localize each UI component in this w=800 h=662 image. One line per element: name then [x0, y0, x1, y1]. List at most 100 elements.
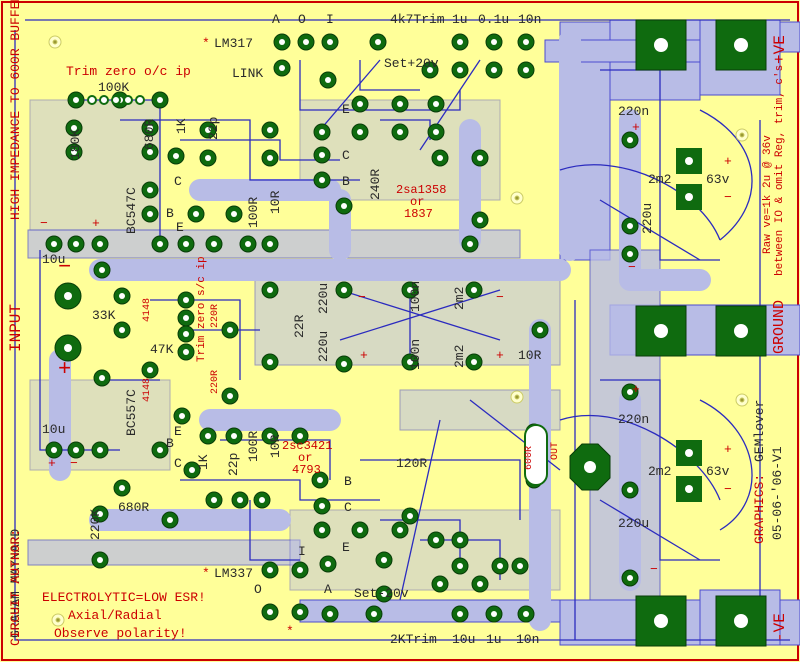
r220-label-a: 220R: [210, 303, 221, 328]
plus-sign-f: +: [632, 120, 640, 135]
minus-sign-h: −: [650, 562, 658, 577]
minus-sign-a: −: [40, 216, 48, 231]
graphics-label: GRAPHICS:: [752, 473, 767, 544]
pin-e-547: E: [176, 220, 184, 235]
plus-sign-e: +: [724, 154, 732, 169]
cap-10u-label-b: 10u: [42, 422, 66, 437]
link-label: LINK: [232, 66, 264, 81]
pin-label-i: I: [326, 12, 334, 27]
cap-2m2-label-a: 2m2: [452, 286, 467, 310]
set-pos-label: Set+20v: [384, 56, 439, 71]
r240-label: 240R: [368, 168, 383, 200]
diode-4148-a: 4148: [142, 297, 153, 322]
r220-label-b: 220R: [210, 369, 221, 394]
pin-b-b: B: [166, 436, 174, 451]
gemlover-label: GEMlover: [752, 399, 767, 462]
cap-220u-label-c: 220u: [640, 202, 655, 234]
polarity-note: Observe polarity!: [54, 626, 187, 641]
star-marker-c: *: [286, 624, 294, 639]
set-neg-label: Set-20v: [354, 586, 409, 601]
cap-10u-bottom-label: 10u: [452, 632, 476, 647]
minus-sign-e: −: [724, 190, 732, 205]
output-pads: [524, 424, 548, 486]
lm337-label: LM337: [214, 566, 254, 581]
cap-220u-label-a: 220u: [316, 282, 331, 314]
cap-01u-top-label: 0.1u: [478, 12, 510, 27]
pin-b-a: B: [342, 174, 350, 189]
r47k-label: 47K: [150, 342, 174, 357]
r680-label-b: 680R: [118, 500, 150, 515]
pin-label-i-b: I: [298, 544, 306, 559]
pin-e-b: E: [174, 424, 182, 439]
pin-c-547: C: [174, 174, 182, 189]
cap-220u-label-b: 220u: [316, 330, 331, 362]
minus-sign-f: −: [628, 260, 636, 275]
bc547-label: BC547C: [124, 187, 139, 234]
plus-sign-a: +: [92, 216, 100, 231]
minus-sign-c: −: [496, 290, 504, 305]
cap-220u-label-d: 220u: [618, 516, 650, 531]
trim-zero-oc-label: Trim zero o/c ip: [66, 64, 191, 79]
plus-sign-h: +: [632, 382, 640, 397]
r100k-label: 100K: [98, 80, 130, 95]
cap-1u-bottom-label: 1u: [486, 632, 502, 647]
terminal-pads: [569, 19, 767, 647]
n1837-label: 1837: [404, 207, 433, 221]
trim-zero-sc-label: Trim zero s/c ip: [196, 256, 208, 362]
pin-label-o-b: O: [254, 582, 262, 597]
pin-c-b: C: [174, 456, 182, 471]
plus-sign-c: +: [496, 348, 504, 363]
pin-e-c: E: [342, 540, 350, 555]
r180k-label: 180K: [68, 128, 83, 160]
cap-10n-top-label: 10n: [518, 12, 542, 27]
r1k-label-a: 1K: [174, 118, 189, 134]
pin-label-o: O: [298, 12, 306, 27]
sa1358-label: 2sa1358: [396, 183, 447, 197]
r100-label-a: 100R: [246, 196, 261, 228]
raw-note: Raw ve=1k 2u @ 36v: [762, 135, 774, 254]
pin-b-547: B: [166, 206, 174, 221]
n4793-label: 4793: [292, 463, 321, 477]
plus-sign-d: +: [48, 456, 56, 471]
r100-label-b: 100R: [246, 430, 261, 462]
r10-label-c: 10R: [268, 434, 283, 458]
cap-1u-top-label: 1u: [452, 12, 468, 27]
or-label-b: or: [298, 451, 313, 465]
minus-sign-d: −: [70, 456, 78, 471]
pin-label-a: A: [272, 12, 280, 27]
cap-10u-label-a: 10u: [42, 252, 66, 267]
cap-2m2-label-b: 2m2: [452, 344, 467, 368]
mounting-holes: [48, 35, 749, 627]
pos-ve-label: +VE: [771, 35, 789, 64]
pin-e-a: E: [342, 102, 350, 117]
volt-63-label-a: 63v: [706, 172, 730, 187]
lm317-label: LM317: [214, 36, 254, 51]
r1k-label-b: 1K: [196, 454, 211, 470]
r10-label-a: 10R: [268, 190, 283, 214]
input-label: INPUT: [7, 303, 25, 352]
out-label: OUT: [550, 441, 561, 460]
sc3421-label: 2sc3421: [282, 439, 333, 453]
r33k-label: 33K: [92, 308, 116, 323]
pin-c-a: C: [342, 148, 350, 163]
neg-ve-label: -VE: [771, 613, 789, 642]
diode-4148-b: 4148: [142, 377, 153, 402]
c22p-label-a: 22p: [206, 116, 221, 140]
r120-label: 120R: [396, 456, 428, 471]
minus-sign-b: −: [358, 290, 366, 305]
cap-100n-label-a: 100n: [408, 280, 423, 312]
cap-100n-label-b: 100n: [408, 338, 423, 370]
r600-label: 600R: [524, 445, 535, 470]
r220k-label: 220K: [88, 508, 103, 540]
cap-220n-label-b: 220n: [618, 412, 650, 427]
pin-b-c: B: [344, 474, 352, 489]
cap-2m2-label-c: 2m2: [648, 172, 672, 187]
date-label: 05-06-'06-V1: [770, 446, 785, 540]
ground-label: GROUND: [771, 299, 788, 354]
input-minus-sign: −: [58, 255, 72, 280]
cap-2m2-label-d: 2m2: [648, 464, 672, 479]
circuit-author-label: CIRCUIT AUTHOR:: [8, 528, 23, 646]
board-title: HIGH IMPEDANCE TO 600R BUFFER: [8, 0, 23, 220]
star-marker-b: *: [202, 566, 210, 581]
